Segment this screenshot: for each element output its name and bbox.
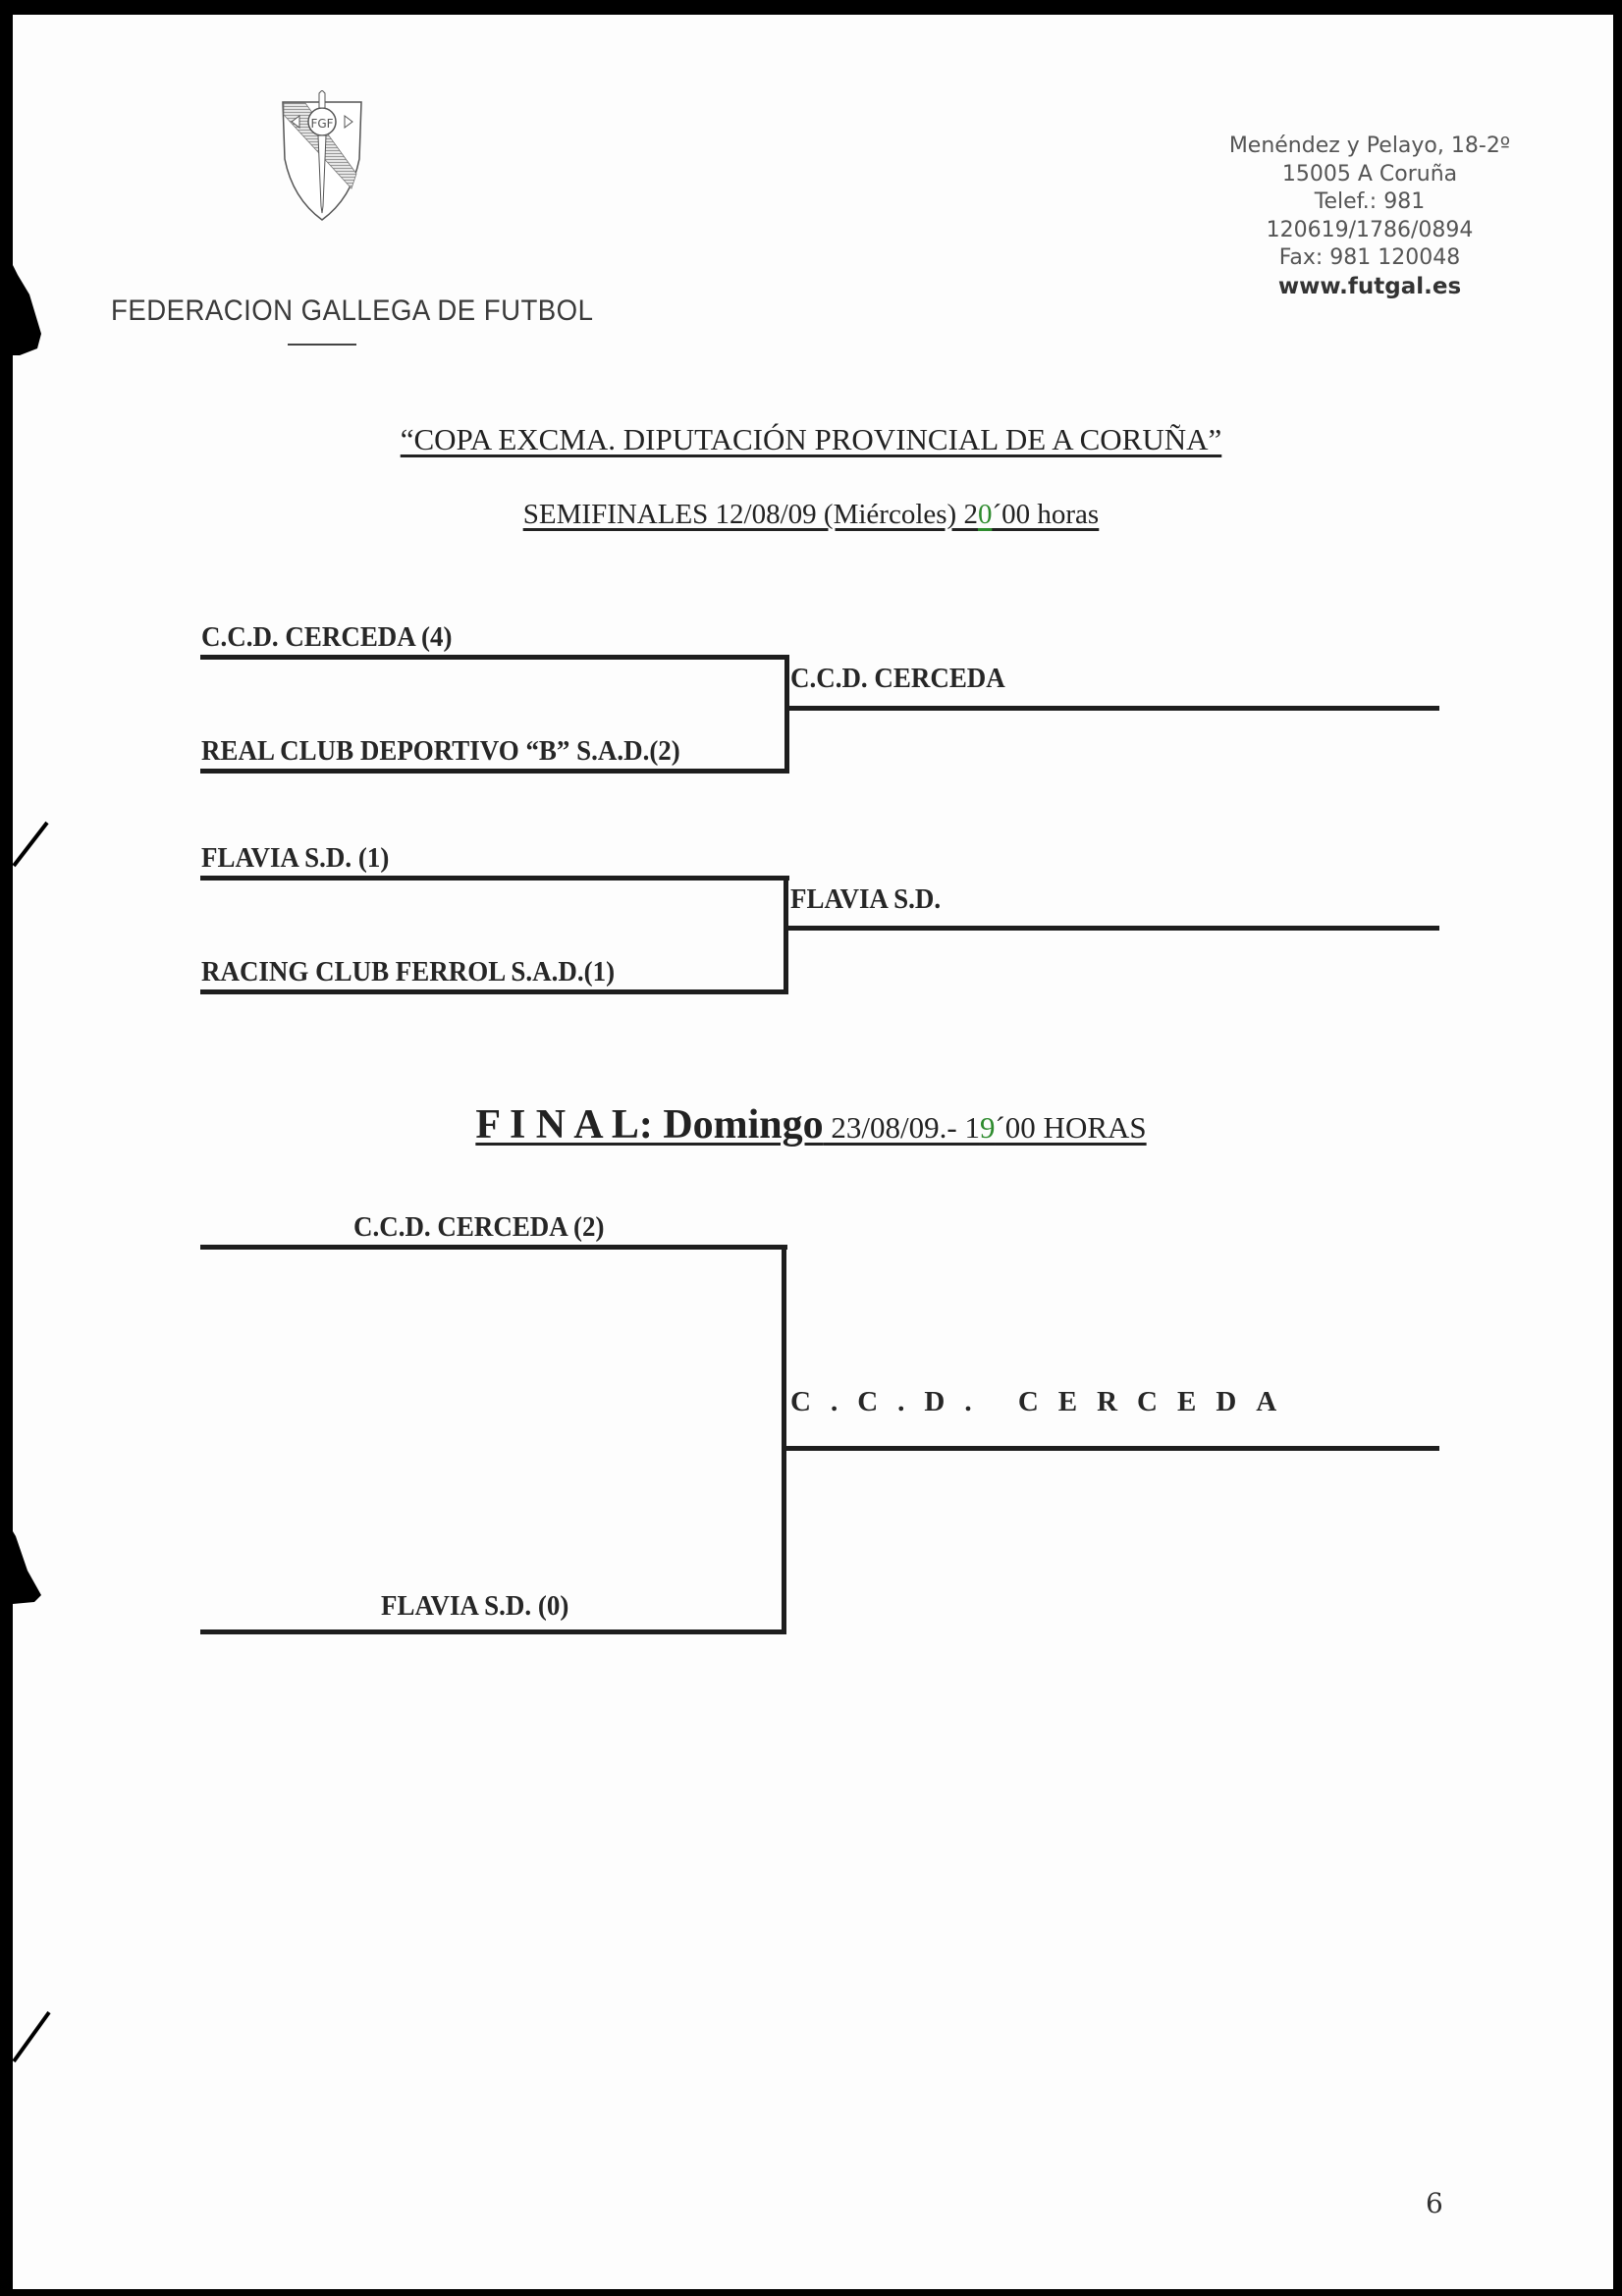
bracket-line — [200, 655, 789, 660]
team-b: RACING CLUB FERROL S.A.D.(1) — [201, 956, 616, 988]
scan-edge-artifacts — [12, 265, 51, 2063]
semifinals-heading-highlight: 0 — [977, 499, 993, 530]
address-block: Menéndez y Pelayo, 18-2º 15005 A Coruña … — [1208, 133, 1532, 300]
final-winner: C.C.D. CERCEDA — [790, 1386, 1297, 1417]
winner: C.C.D. CERCEDA — [790, 663, 1005, 694]
bracket-line — [200, 876, 789, 881]
organization-rule — [288, 344, 356, 346]
bracket-line — [200, 769, 789, 774]
phone-line: Telef.: 981 120619/1786/0894 — [1266, 189, 1474, 242]
final-heading-main: F I N A L: Domingo — [475, 1102, 824, 1148]
team-a: C.C.D. CERCEDA (4) — [201, 621, 453, 653]
winner: FLAVIA S.D. — [790, 883, 942, 915]
final-heading-date-suffix: ´00 HORAS — [995, 1110, 1147, 1145]
organization-name: FEDERACION GALLEGA DE FUTBOL — [111, 294, 594, 327]
final-team-b: FLAVIA S.D. (0) — [381, 1590, 569, 1622]
semifinals-heading-suffix: ´00 horas — [992, 499, 1100, 530]
semifinals-heading: SEMIFINALES 12/08/09 (Miércoles) 20´00 h… — [0, 499, 1622, 531]
final-heading: F I N A L: Domingo 23/08/09.- 19´00 HORA… — [0, 1101, 1622, 1148]
svg-text:FGF: FGF — [310, 117, 333, 131]
competition-title: “COPA EXCMA. DIPUTACIÓN PROVINCIAL DE A … — [0, 422, 1622, 457]
winner-line — [785, 1446, 1439, 1451]
team-a: FLAVIA S.D. (1) — [201, 842, 390, 874]
final-heading-date-highlight: 9 — [979, 1110, 996, 1145]
final-team-a: C.C.D. CERCEDA (2) — [353, 1211, 605, 1243]
address-line: 15005 A Coruña — [1281, 161, 1458, 187]
semifinals-heading-prefix: SEMIFINALES 12/08/09 (Miércoles) 2 — [522, 499, 978, 530]
winner-line — [787, 926, 1439, 931]
bracket-connector — [784, 655, 789, 774]
document-page — [13, 15, 1613, 2289]
website-link[interactable]: www.futgal.es — [1277, 273, 1462, 299]
fgf-shield-logo-icon: FGF — [282, 90, 362, 221]
bracket-connector — [784, 876, 788, 994]
page-number: 6 — [1426, 2187, 1443, 2219]
bracket-line — [200, 1629, 786, 1634]
competition-title-text: “COPA EXCMA. DIPUTACIÓN PROVINCIAL DE A … — [400, 422, 1222, 456]
final-heading-date-prefix: 23/08/09.- 1 — [823, 1110, 980, 1145]
fax-line: Fax: 981 120048 — [1278, 245, 1461, 270]
winner-line — [788, 706, 1439, 711]
address-line: Menéndez y Pelayo, 18-2º — [1228, 133, 1511, 158]
bracket-connector — [782, 1245, 786, 1634]
bracket-line — [200, 989, 788, 994]
team-b: REAL CLUB DEPORTIVO “B” S.A.D.(2) — [201, 735, 680, 767]
bracket-line — [200, 1245, 787, 1250]
